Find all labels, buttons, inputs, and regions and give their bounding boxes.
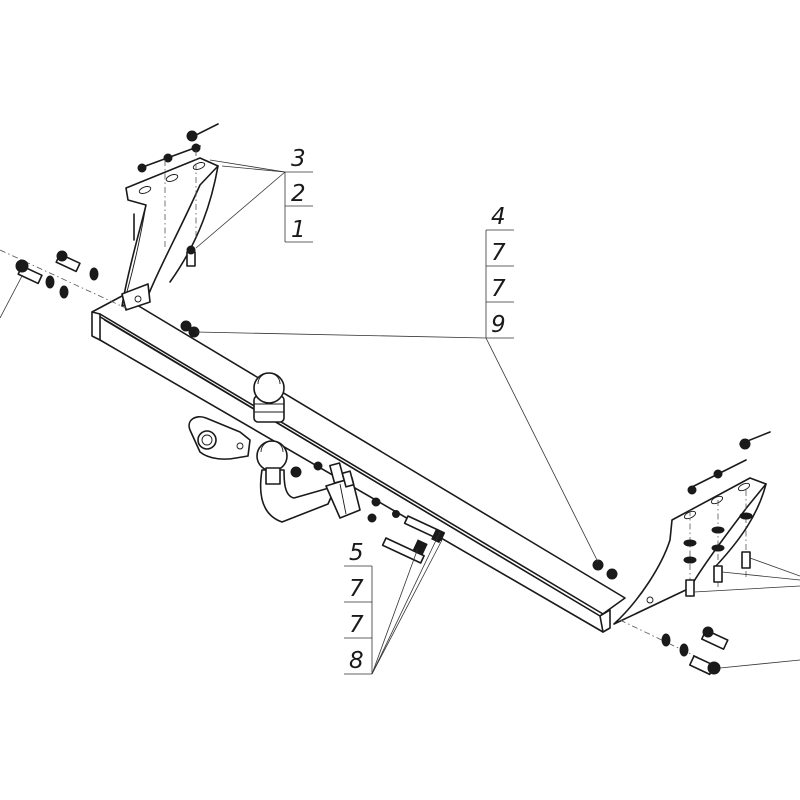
callout-label-8: 8 <box>349 648 364 674</box>
left-side-bolts <box>0 249 131 319</box>
tow-ball <box>253 372 285 423</box>
callout-label-3: 3 <box>291 146 306 172</box>
socket-plate <box>188 415 251 460</box>
callout-label-7a: 7 <box>491 240 506 266</box>
hitch-ball-arm <box>256 440 361 523</box>
callout-top-left: 3 2 1 <box>195 146 313 249</box>
callout-bottom: 5 7 7 8 <box>344 531 443 675</box>
callout-label-9: 9 <box>491 312 506 338</box>
callout-label-7d: 7 <box>349 612 364 638</box>
right-edge-leaders <box>693 557 800 669</box>
left-bracket <box>121 157 219 311</box>
callout-center: 4 7 7 9 <box>195 204 599 563</box>
callout-label-7c: 7 <box>349 576 364 602</box>
top-left-bolts <box>133 123 219 267</box>
callout-label-5: 5 <box>349 540 364 566</box>
callout-label-2: 2 <box>291 181 306 207</box>
callout-label-4: 4 <box>491 204 506 230</box>
right-side-fasteners <box>180 320 771 676</box>
callout-label-1: 1 <box>291 217 306 243</box>
callout-label-7b: 7 <box>491 276 506 302</box>
